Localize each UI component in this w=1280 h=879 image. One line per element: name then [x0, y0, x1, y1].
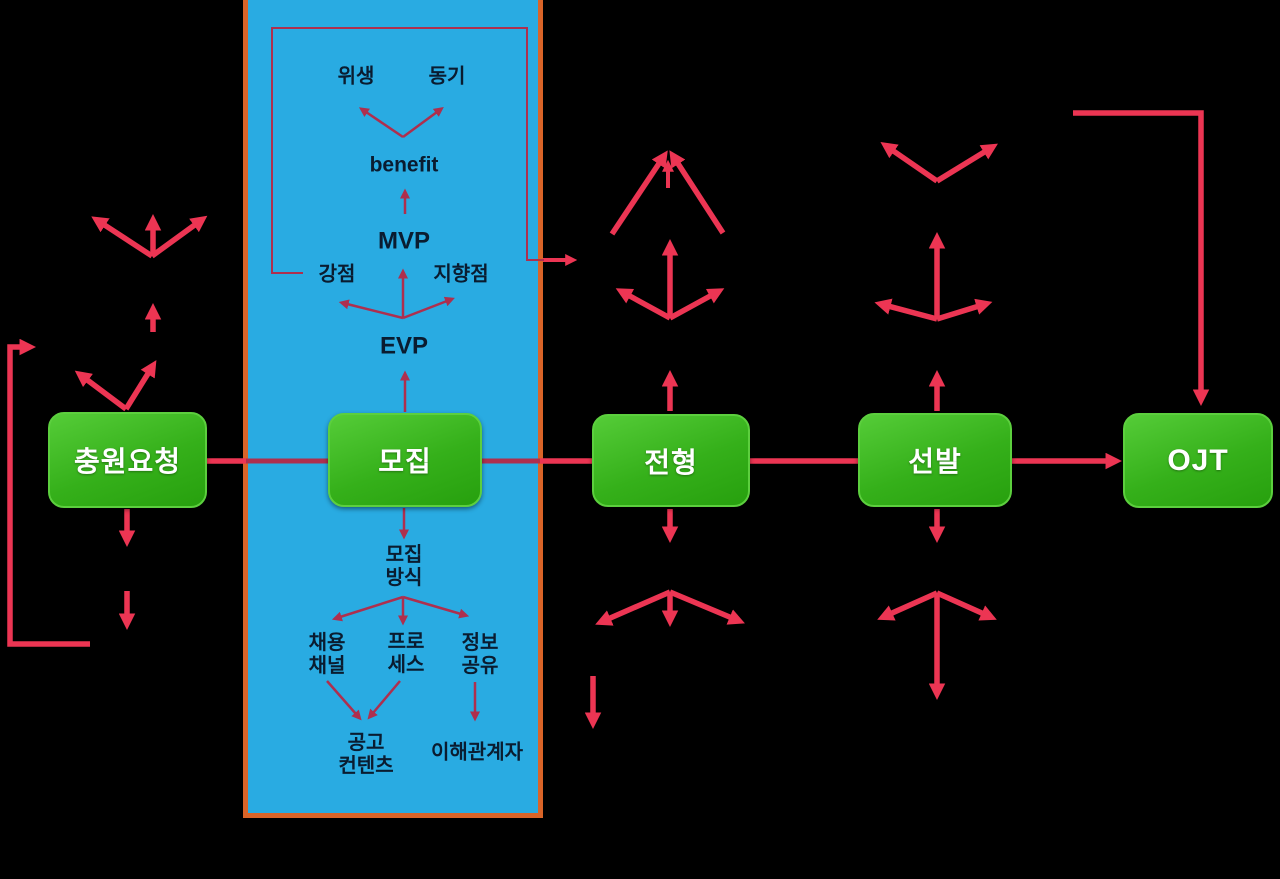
node-mojip-label: 모집 — [378, 446, 432, 477]
label-mojip-bangsik-line2: 방식 — [385, 567, 423, 589]
gangjeom-bracket-connector — [271, 27, 544, 274]
left-feedback-loop-arrow — [7, 338, 90, 647]
label-peuro-seseu-line1: 프로 — [387, 631, 425, 653]
label-wisaeng: 위생 — [337, 65, 375, 88]
label-mojip-bangsik: 모집 방식 — [386, 544, 423, 590]
label-chaeyong-chaenel-line2: 채널 — [308, 655, 346, 677]
bangsik-fan-arrows — [331, 595, 470, 626]
node-chungwon-yocheong-label: 충원요청 — [73, 446, 182, 477]
label-gonggo-contents-line2: 컨텐츠 — [338, 755, 394, 777]
node-mojip: 모집 — [328, 413, 482, 507]
ojt-top-connector-arrow — [1073, 110, 1210, 407]
seonbal-top-v-arrows — [880, 142, 998, 184]
evp-fan-arrows — [338, 268, 455, 320]
node-ojt: OJT — [1123, 413, 1273, 508]
jeonhyeong-top-triangle-arrows — [609, 150, 726, 236]
chungwon-box-top-v-arrows — [74, 360, 157, 412]
jeonhyeong-lower-fan-arrows — [595, 589, 745, 628]
label-jihyangjeom: 지향점 — [433, 263, 489, 286]
to-gonggo-contents-arrows — [326, 680, 401, 721]
node-chungwon-yocheong: 충원요청 — [48, 412, 207, 508]
label-peuro-seseu: 프로 세스 — [388, 631, 425, 677]
label-gonggo-contents: 공고 컨텐츠 — [338, 732, 393, 778]
node-ojt-label: OJT — [1167, 443, 1229, 477]
label-evp: EVP — [379, 332, 429, 360]
label-ihae-gwangyeja: 이해관계자 — [431, 741, 523, 764]
jeonhyeong-upper-fan-arrows — [615, 238, 725, 321]
node-jeonhyeong: 전형 — [592, 414, 750, 507]
node-seonbal: 선발 — [858, 413, 1012, 507]
chungwon-top-fan-arrows — [91, 213, 208, 259]
benefit-v-arrows — [358, 106, 444, 139]
node-seonbal-label: 선발 — [908, 446, 962, 477]
label-peuro-seseu-line2: 세스 — [387, 654, 425, 676]
label-chaeyong-chaenel-line1: 채용 — [308, 632, 346, 654]
label-donggi: 동기 — [428, 65, 466, 88]
recruitment-highlight-panel — [243, 0, 543, 818]
label-mvp: MVP — [377, 227, 431, 255]
seonbal-lower-fan-arrows — [877, 590, 997, 701]
label-gangjeom: 강점 — [318, 263, 356, 286]
label-mojip-bangsik-line1: 모집 — [385, 544, 423, 566]
node-jeonhyeong-label: 전형 — [644, 446, 698, 478]
label-jeongbo-gongyu-line1: 정보 — [461, 632, 499, 654]
label-jeongbo-gongyu: 정보 공유 — [462, 632, 499, 678]
label-gonggo-contents-line1: 공고 — [347, 732, 385, 754]
label-chaeyong-chaenel: 채용 채널 — [309, 632, 346, 678]
label-benefit: benefit — [369, 153, 439, 177]
label-jeongbo-gongyu-line2: 공유 — [461, 655, 499, 677]
seonbal-upper-fan-arrows — [874, 231, 993, 322]
